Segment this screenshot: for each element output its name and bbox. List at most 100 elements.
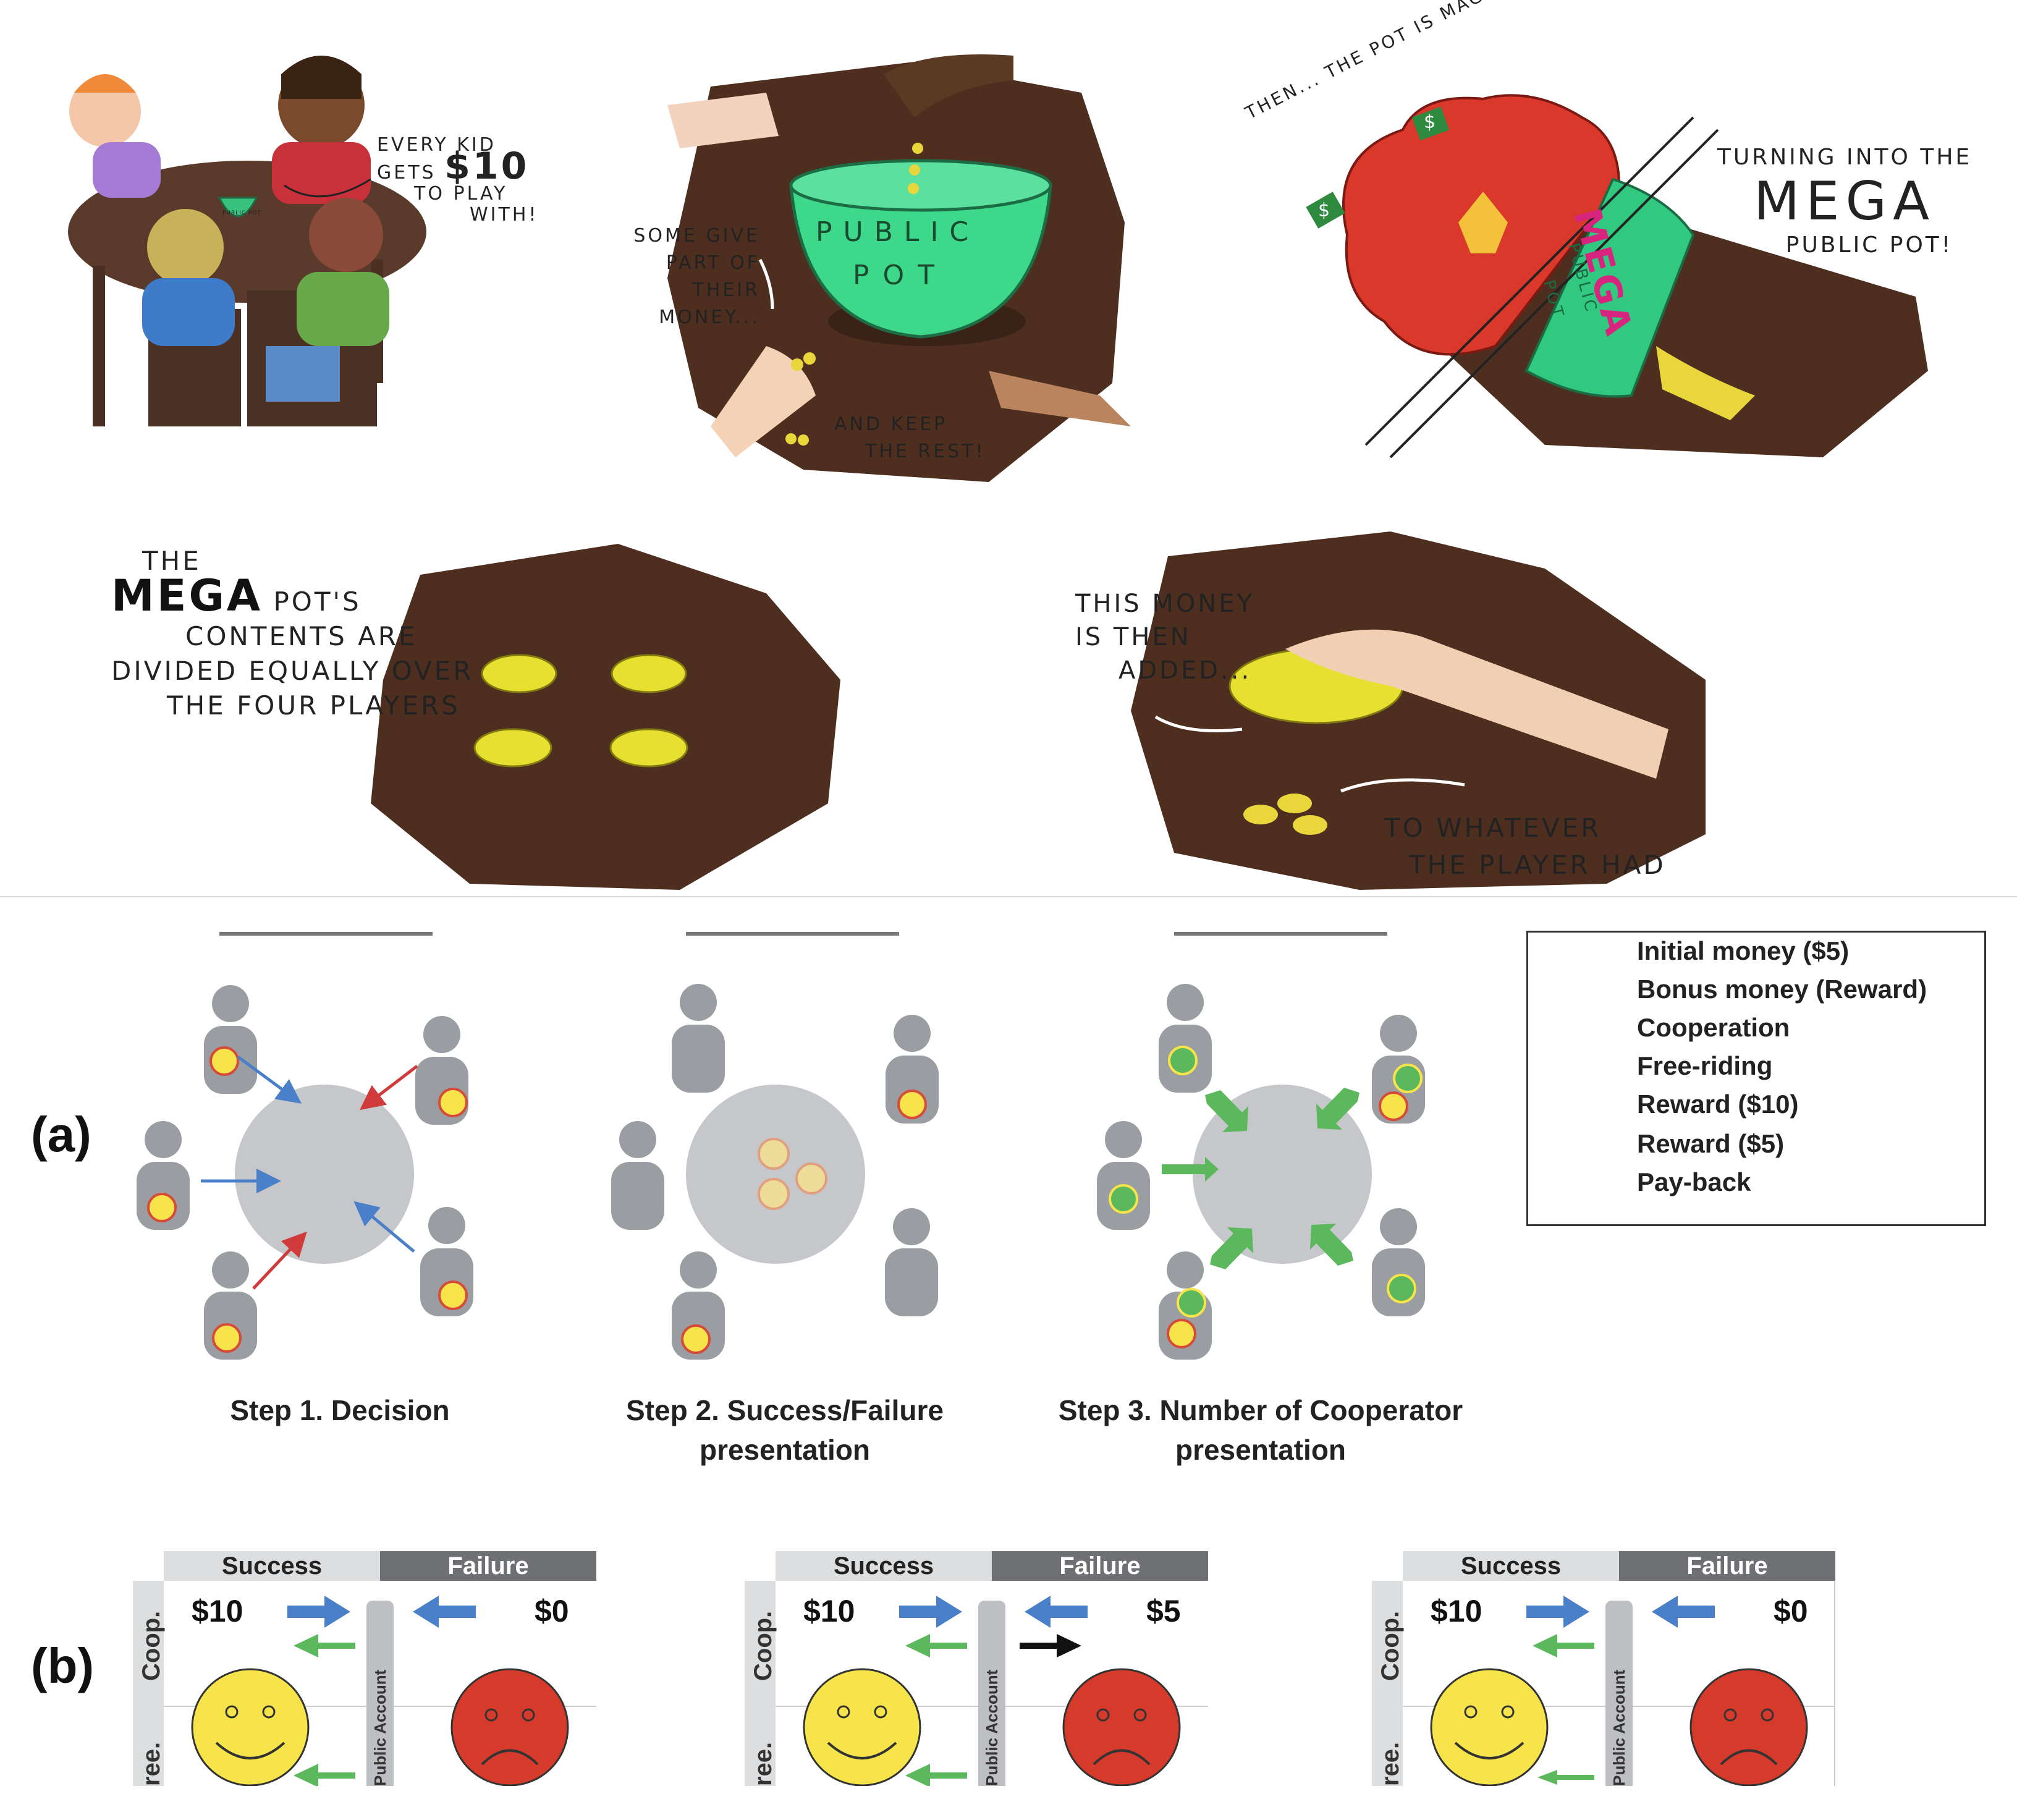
comic-p4-text-1: THE xyxy=(142,546,201,576)
comic-p2-right-2: THE REST! xyxy=(865,441,986,462)
success-value: $10 xyxy=(803,1594,855,1628)
legend-label-reward5: Reward ($5) xyxy=(1637,1129,1785,1158)
legend-label-reward10: Reward ($10) xyxy=(1637,1090,1799,1119)
step3-title: Step 3. Number of Cooperator xyxy=(1058,1394,1463,1426)
comic-p1-pot-label: PUBLIC POT xyxy=(222,210,262,216)
legend-row-cooperation: Cooperation xyxy=(1528,1009,1979,1046)
legend-row-free-riding: Free-riding xyxy=(1528,1048,1979,1085)
legend-label-initial: Initial money ($5) xyxy=(1637,936,1850,965)
payoff-panel-1: Success Failure Coop. ree. Public Accoun… xyxy=(133,1551,596,1786)
step3-diagram xyxy=(1097,984,1425,1360)
payoff-panel-3: Success Failure Coop. ree. Public Accoun… xyxy=(1372,1551,1835,1786)
legend-label-free-riding: Free-riding xyxy=(1637,1051,1773,1080)
part-b-label: (b) xyxy=(31,1638,95,1693)
blue-arrow-icon xyxy=(1652,1596,1715,1628)
public-account-bar xyxy=(366,1601,394,1786)
payoff-panel-2: Success Failure Coop. ree. Public Accoun… xyxy=(745,1551,1208,1786)
step2-diagram xyxy=(611,984,939,1360)
failure-header: Failure xyxy=(992,1551,1208,1581)
payoff-graphics-2 xyxy=(803,1596,1181,1786)
happy-face-icon xyxy=(803,1668,921,1786)
success-value: $10 xyxy=(1431,1594,1482,1628)
comic-p5-left-3: ADDED... xyxy=(1118,656,1252,685)
legend-row-bonus: Bonus money (Reward) xyxy=(1528,971,1979,1008)
part-a-label: (a) xyxy=(31,1107,91,1162)
legend-label-bonus: Bonus money (Reward) xyxy=(1637,975,1927,1004)
blue-arrow-icon xyxy=(899,1596,962,1628)
legend: Initial money ($5) Bonus money (Reward) … xyxy=(1526,931,1986,1226)
comic-p2-left-1: SOME GIVE xyxy=(633,225,760,247)
section-divider xyxy=(0,896,2017,897)
comic-p1-text-3: $10 xyxy=(444,145,530,188)
comic-p5-left-1: THIS MONEY xyxy=(1075,590,1255,618)
comic-p3-text-1: TURNING INTO THE xyxy=(1717,145,1973,170)
sad-face-icon xyxy=(1062,1668,1181,1786)
comic-panel-3 xyxy=(1306,94,1928,459)
happy-face-icon xyxy=(1430,1668,1549,1786)
comic-p2-bowl-1: PUBLIC xyxy=(816,216,980,248)
blue-arrow-icon xyxy=(1025,1596,1088,1628)
green-arrow-icon xyxy=(294,1764,355,1786)
comic-panel-5 xyxy=(1131,531,1706,890)
success-value: $10 xyxy=(192,1594,243,1628)
comic-p4-text-5: DIVIDED EQUALLY OVER xyxy=(111,656,474,686)
failure-header: Failure xyxy=(1619,1551,1835,1581)
comic-p3-bill-2: $ xyxy=(1424,111,1439,133)
green-arrow-icon xyxy=(905,1634,967,1657)
comic-p4-text-3: POT'S xyxy=(273,586,362,617)
comic-p1-text-4: TO PLAY xyxy=(414,183,508,205)
comic-p3-text-2: MEGA xyxy=(1753,171,1935,232)
success-header: Success xyxy=(164,1551,380,1581)
step2-bar xyxy=(686,932,899,936)
legend-label-payback: Pay-back xyxy=(1637,1167,1751,1196)
comic-p1-text-5: WITH! xyxy=(470,204,539,226)
success-header: Success xyxy=(776,1551,992,1581)
blue-arrow-icon xyxy=(1526,1596,1589,1628)
comic-p4-text-6: THE FOUR PLAYERS xyxy=(167,690,460,721)
public-account-bar xyxy=(1605,1601,1633,1786)
step1-bar xyxy=(219,932,433,936)
blue-arrow-icon xyxy=(287,1596,350,1628)
legend-row-initial: Initial money ($5) xyxy=(1528,933,1979,970)
failure-value: $5 xyxy=(1146,1594,1181,1628)
success-header: Success xyxy=(1403,1551,1619,1581)
step1-diagram xyxy=(137,985,473,1360)
legend-row-reward5: Reward ($5) xyxy=(1528,1125,1979,1162)
payoff-graphics-3 xyxy=(1430,1596,1808,1786)
comic-p3-text-3: PUBLIC POT! xyxy=(1785,232,1953,258)
comic-p5-right-1: TO WHATEVER xyxy=(1384,813,1602,843)
step2-title: Step 2. Success/Failure xyxy=(626,1394,944,1426)
public-account-bar xyxy=(978,1601,1005,1786)
comic-panel-4 xyxy=(371,544,840,890)
comic-p2-bowl-2: POT xyxy=(853,260,949,291)
comic-p2-left-3: THEIR MONEY... xyxy=(659,279,760,328)
comic-p5-left-2: IS THEN xyxy=(1075,623,1191,651)
green-thin-arrow-icon xyxy=(1537,1770,1594,1785)
payoff-graphics-1 xyxy=(191,1596,569,1786)
step3-title-2: presentation xyxy=(1175,1434,1347,1466)
legend-label-cooperation: Cooperation xyxy=(1637,1013,1790,1042)
comic-p1-text-1: EVERY KID xyxy=(377,134,496,156)
comic-panel-1 xyxy=(68,56,426,426)
comic-p4-text-2: MEGA xyxy=(111,570,263,621)
comic-p4-text-4: CONTENTS ARE xyxy=(185,621,418,651)
step2-title-2: presentation xyxy=(699,1434,871,1466)
green-arrow-icon xyxy=(294,1634,355,1657)
comic-p2-left-2: PART OF xyxy=(666,252,760,274)
step3-bar xyxy=(1174,932,1387,936)
comic-panel-2 xyxy=(667,54,1131,482)
sad-face-icon xyxy=(1689,1668,1808,1786)
green-arrow-icon xyxy=(905,1764,967,1786)
comic-p5-right-2: THE PLAYER HAD xyxy=(1409,850,1666,880)
comic-p1-text-2: GETS xyxy=(377,162,436,184)
comic-p3-bill-1: $ xyxy=(1318,200,1333,221)
comic-p2-right-1: AND KEEP xyxy=(834,413,948,435)
black-arrow-icon xyxy=(1020,1634,1081,1657)
failure-value: $0 xyxy=(535,1594,569,1628)
happy-face-icon xyxy=(191,1668,310,1786)
failure-value: $0 xyxy=(1774,1594,1808,1628)
legend-row-reward10: Reward ($10) xyxy=(1528,1086,1979,1123)
blue-arrow-icon xyxy=(413,1596,476,1628)
step1-title: Step 1. Decision xyxy=(230,1394,450,1426)
